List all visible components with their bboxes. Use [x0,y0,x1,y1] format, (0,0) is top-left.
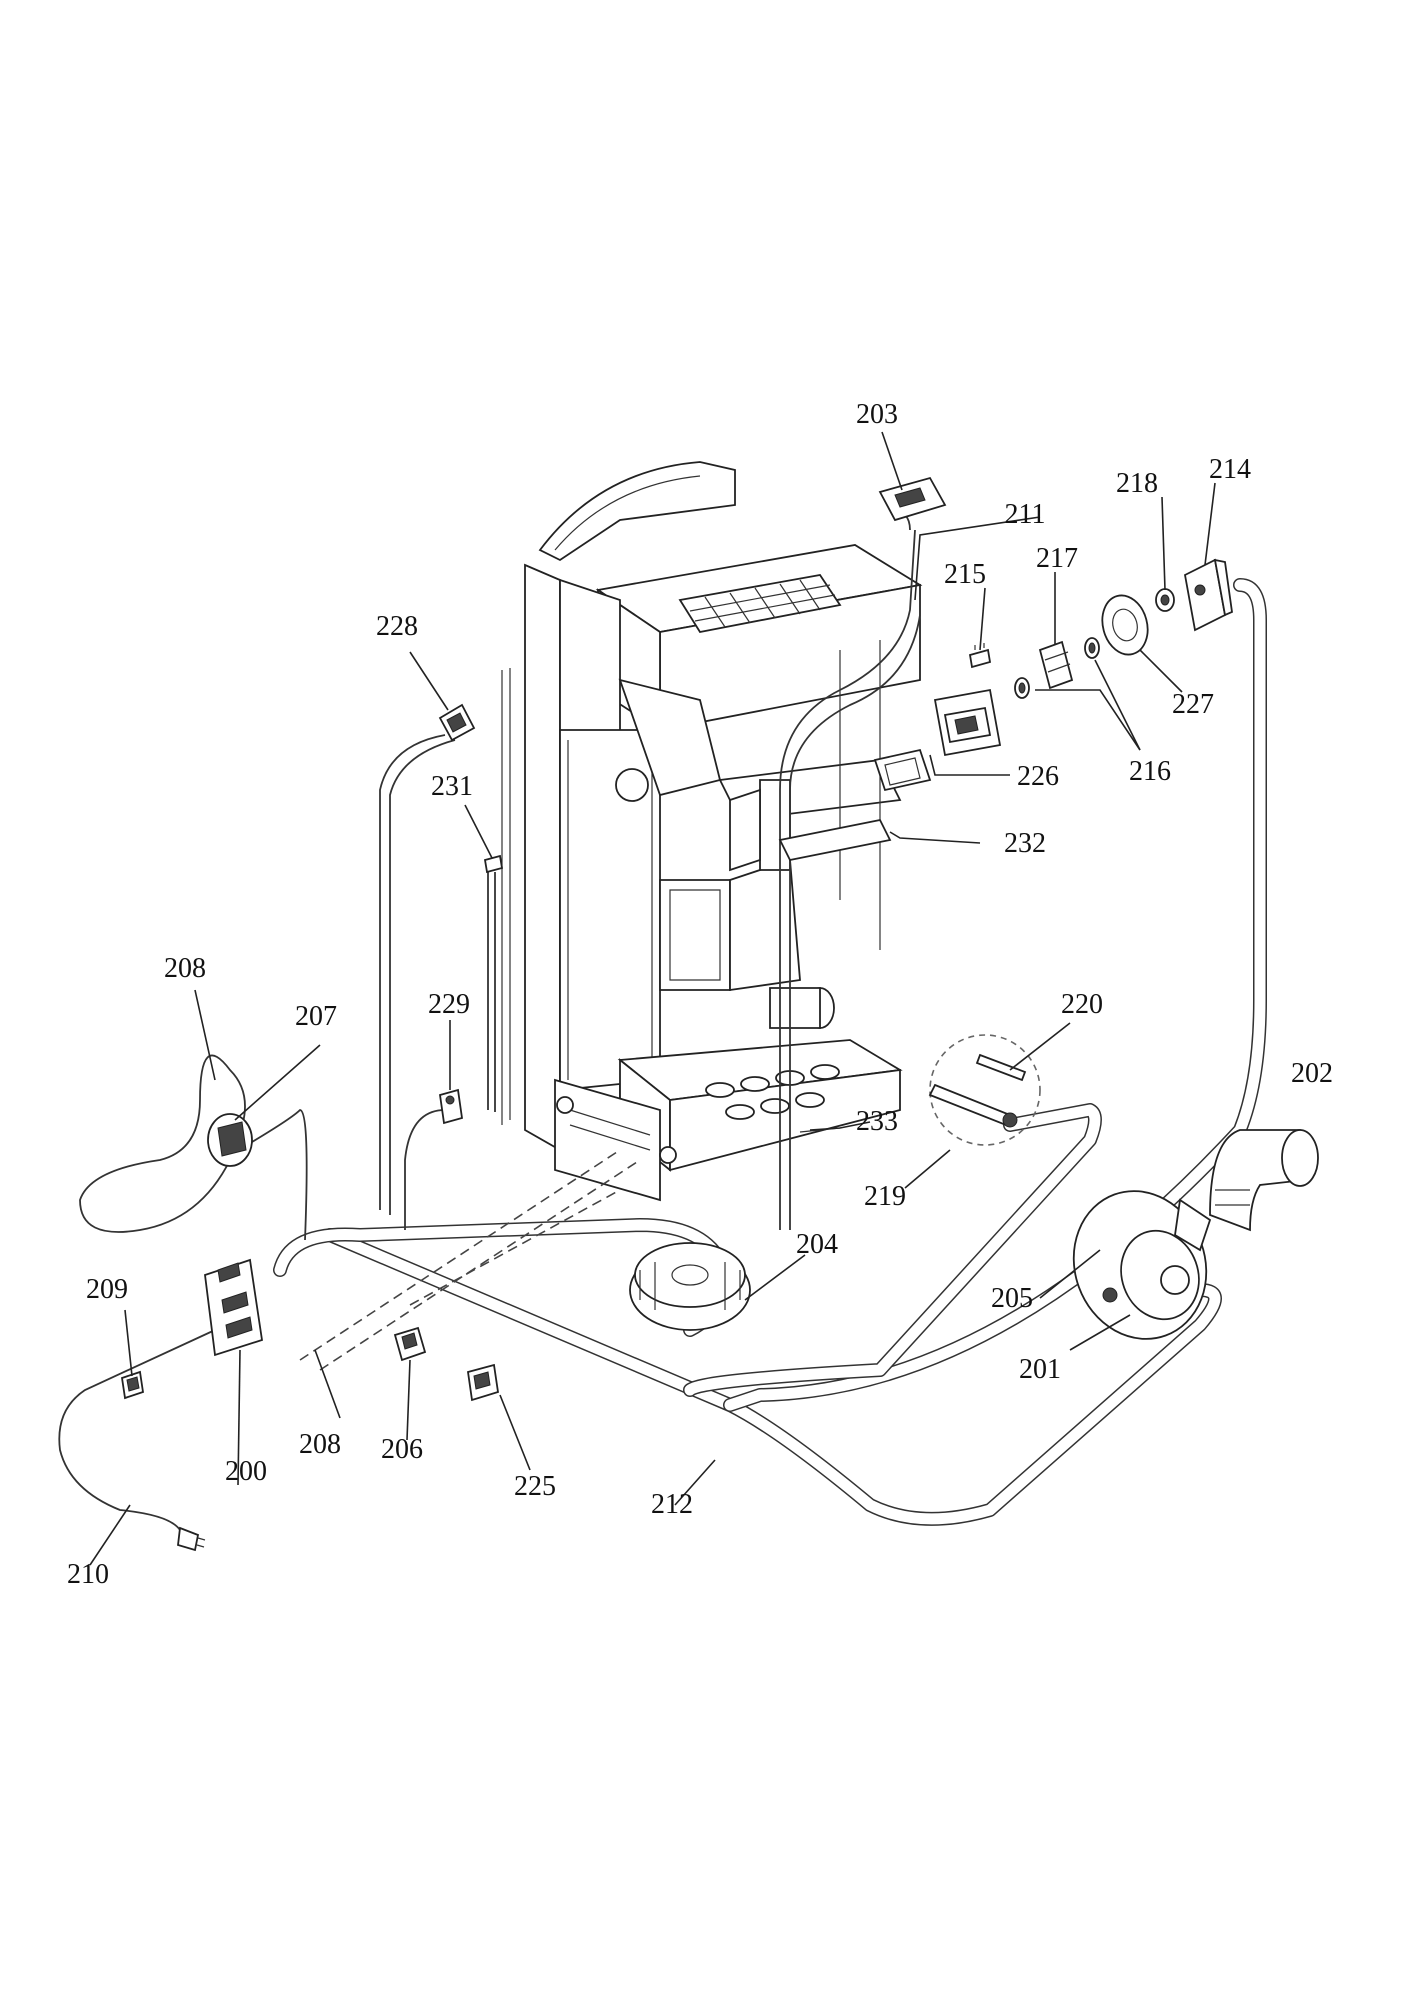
wire-228 [379,734,456,1215]
label-206: 206 [381,1434,423,1465]
sensor-detail-219-220 [928,1034,1041,1146]
washer-218 [1155,588,1175,612]
label-205: 205 [991,1283,1033,1314]
fuse-209 [120,1370,145,1400]
label-207: 207 [295,1001,337,1032]
label-226: 226 [1017,761,1059,792]
label-229: 229 [428,989,470,1020]
auger-assembly-226 [873,688,1002,792]
label-208-top: 208 [164,953,206,984]
bearing-216-b [1084,637,1100,659]
bearing-216-a [1014,677,1030,699]
switch-225 [466,1363,500,1402]
label-210: 210 [67,1559,109,1590]
label-225: 225 [514,1471,556,1502]
label-209: 209 [86,1274,128,1305]
wire-229 [404,1109,446,1230]
label-232: 232 [1004,828,1046,859]
gear-motor-214 [1183,558,1233,632]
label-201: 201 [1019,1354,1061,1385]
pressure-switch-207 [207,1113,253,1167]
label-202: 202 [1291,1058,1333,1089]
bolt-231 [483,854,504,874]
blower-201 [1072,1190,1212,1340]
label-215: 215 [944,559,986,590]
label-216: 216 [1129,756,1171,787]
label-200: 200 [225,1456,267,1487]
power-cord-210 [58,1329,216,1531]
label-217: 217 [1036,543,1078,574]
label-218: 218 [1116,468,1158,499]
bracket-215 [968,643,992,669]
label-219: 219 [864,1181,906,1212]
label-203: 203 [856,399,898,430]
label-212: 212 [651,1489,693,1520]
switch-206 [393,1326,427,1362]
bracket-232 [778,818,892,862]
label-227: 227 [1172,689,1214,720]
block-217 [1038,640,1074,690]
flange-227 [1101,594,1149,656]
sensor-228 [438,703,476,742]
label-214: 214 [1209,454,1251,485]
wire-208-loop [79,1054,308,1241]
elbow-pipe-202 [1209,1129,1319,1232]
stove-cabinet [501,461,923,1202]
leader-lines [89,431,1216,1566]
label-220: 220 [1061,989,1103,1020]
label-211: 211 [1005,499,1046,530]
wire-231 [487,870,496,1112]
label-233: 233 [856,1106,898,1137]
fan-wheel-204 [629,1242,751,1331]
display-panel-203 [878,476,947,522]
callout-labels: 200 201 202 203 204 205 206 207 208 208 … [67,399,1333,1590]
label-231: 231 [431,771,473,802]
control-board-200 [204,1258,264,1357]
plug-210 [177,1526,206,1552]
dashed-paths [299,1149,641,1371]
label-204: 204 [796,1229,838,1260]
top-grate [678,574,842,634]
label-228: 228 [376,611,418,642]
thermostat-229 [438,1088,464,1125]
label-208-bottom: 208 [299,1429,341,1460]
